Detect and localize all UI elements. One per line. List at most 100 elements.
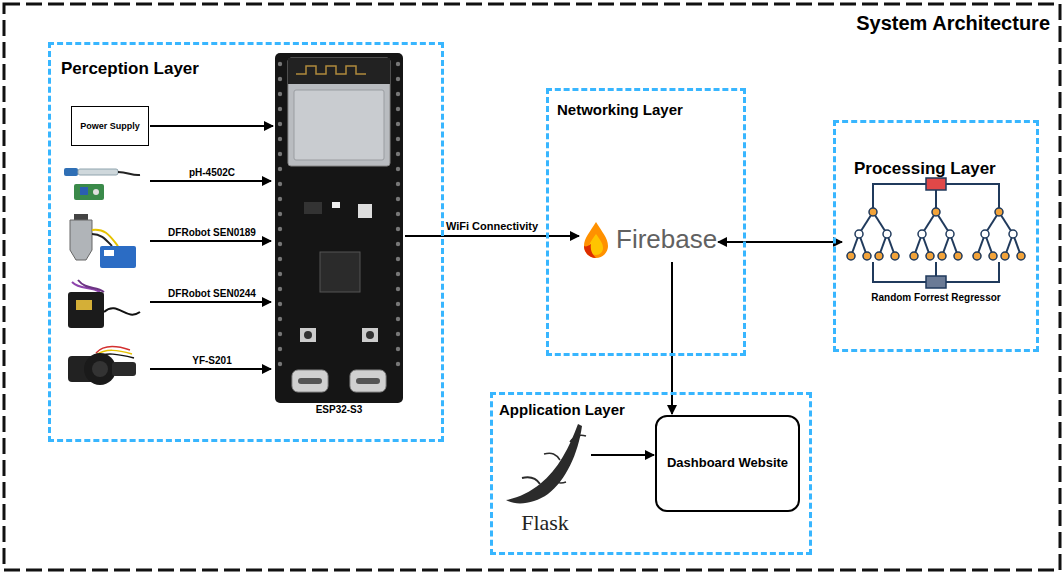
sensor-label-holder: YF-S201 — [192, 355, 231, 367]
ph-sensor-picture-part — [80, 187, 88, 195]
esp32-board-picture-part — [396, 182, 400, 186]
random-forest-icon: Random Forrest Regressor — [843, 176, 1029, 316]
connector-arrow — [591, 454, 654, 456]
esp32-board-picture-part — [278, 227, 282, 231]
random-forest-icon-picture-part-part — [938, 252, 946, 260]
firebase-logo-picture-part — [584, 222, 608, 258]
esp32-board-picture-part — [304, 202, 322, 214]
esp32-board-picture-part — [396, 287, 400, 291]
esp32-board-picture-part — [278, 302, 282, 306]
random-forest-icon-picture-part-part — [932, 208, 940, 216]
ph-sensor-picture-part — [74, 184, 104, 200]
esp32-board-picture-part — [396, 317, 400, 321]
sensor-name: DFRobot SEN0244 — [168, 288, 256, 300]
esp32-board-picture-part — [396, 92, 400, 96]
esp32-board-picture-part — [396, 197, 400, 201]
tds-sensor-picture-part — [68, 292, 104, 328]
ph-sensor-picture — [64, 168, 140, 200]
connector-arrow — [718, 241, 842, 243]
tds-sensor-picture-part — [76, 300, 92, 310]
edge-label: WiFi Connectivity — [444, 220, 540, 233]
layer-heading: Application Layer — [499, 401, 809, 418]
layer-heading: Processing Layer — [854, 159, 1036, 179]
esp32-board-picture-part — [396, 107, 400, 111]
random-forest-icon-picture-part — [973, 208, 1025, 260]
random-forest-icon-picture-part — [847, 208, 899, 260]
turbidity-sensor-picture-part — [100, 246, 136, 268]
sensor-wires-part — [150, 368, 271, 370]
esp32-board-picture-part — [278, 197, 282, 201]
outer-frame — [4, 4, 1060, 570]
flow-sensor-picture-part — [92, 361, 108, 377]
turbidity-sensor-picture — [70, 214, 136, 268]
random-forest-icon-picture-part — [926, 178, 946, 190]
processing-layer: Processing LayerRandom Forrest Regressor — [833, 120, 1039, 352]
random-forest-icon-picture-part — [926, 276, 946, 288]
esp32-board-picture-part — [278, 107, 282, 111]
flow-sensor-picture-part — [112, 362, 136, 376]
random-forest-icon-picture-part-part — [883, 230, 891, 238]
esp32-board-picture-part — [396, 167, 400, 171]
firebase-logo-picture — [580, 220, 612, 260]
layer-heading: Networking Layer — [557, 101, 743, 118]
esp32-board-picture-part — [396, 332, 400, 336]
esp32-board-picture-part — [396, 362, 400, 366]
perception-layer: Perception LayerPower SupplyESP32-S3 — [48, 42, 444, 442]
ph-sensor-picture-part — [78, 169, 118, 175]
tds-sensor-picture-part — [78, 280, 104, 292]
application-layer: Application LayerFlask Dashboard Website — [490, 392, 812, 555]
esp32-board-picture-part — [278, 242, 282, 246]
random-forest-icon-picture-part — [910, 208, 962, 260]
esp32-board-picture — [274, 52, 404, 404]
sensor-name: YF-S201 — [192, 355, 231, 367]
flask-logo-picture-part — [550, 478, 566, 483]
esp32-board-picture-part — [288, 58, 390, 166]
flask-logo: Flask — [500, 420, 590, 545]
random-forest-icon-picture-part-part — [847, 252, 855, 260]
flask-logo-picture-part — [506, 424, 582, 503]
random-forest-icon-picture-part-part — [869, 208, 877, 216]
esp32-board-picture-part — [332, 202, 340, 208]
node-label: Firebase — [616, 225, 717, 255]
random-forest-icon-picture-part-part — [875, 252, 883, 260]
flask-logo-picture-part — [522, 477, 540, 484]
esp32-board-picture-part — [278, 332, 282, 336]
diagram-title: System Architecture — [856, 12, 1050, 35]
esp32-board-picture-part — [396, 212, 400, 216]
node-label: ESP32-S3 — [274, 404, 404, 416]
esp32-board-picture-part — [278, 122, 282, 126]
power-supply-box: Power Supply — [71, 106, 149, 146]
random-forest-icon-picture-part-part — [910, 252, 918, 260]
title-holder: System Architecture — [856, 12, 1050, 35]
esp32-board-picture-part — [278, 272, 282, 276]
turbidity-sensor-picture-part — [92, 234, 112, 246]
esp32-board-picture-part — [296, 66, 366, 74]
dashboard-box: Dashboard Website — [655, 415, 800, 512]
esp32-board-picture-part — [396, 77, 400, 81]
esp32-board-picture-part — [292, 370, 328, 392]
esp32-board-picture-part — [396, 152, 400, 156]
random-forest-icon-picture-part-part — [946, 230, 954, 238]
esp32-board-picture-part — [278, 167, 282, 171]
esp32-board-picture-part — [278, 92, 282, 96]
random-forest-icon-picture-part-part — [1001, 252, 1009, 260]
flow-sensor-picture-part — [84, 353, 116, 385]
esp32-board-picture-part — [320, 252, 360, 292]
esp32-board-picture-part — [396, 122, 400, 126]
esp32-board-picture-part — [396, 137, 400, 141]
sensor-wires-part — [150, 180, 271, 182]
esp32-board-picture-part — [294, 90, 384, 160]
node-label: Dashboard Website — [667, 456, 788, 471]
esp32-board-picture-part — [278, 182, 282, 186]
random-forest-icon-picture-part-part — [973, 252, 981, 260]
sensor-name: DFRobot SEN0189 — [168, 227, 256, 239]
esp32-board-picture-part — [278, 317, 282, 321]
firebase-logo: Firebase — [580, 220, 717, 260]
esp32-board-picture-part — [396, 347, 400, 351]
flask-logo-picture — [500, 420, 590, 510]
flask-logo-picture-part — [544, 453, 560, 460]
random-forest-icon-picture-part-part — [1017, 252, 1025, 260]
esp32-board-picture-part — [288, 58, 390, 84]
random-forest-icon-picture-part-part — [926, 252, 934, 260]
